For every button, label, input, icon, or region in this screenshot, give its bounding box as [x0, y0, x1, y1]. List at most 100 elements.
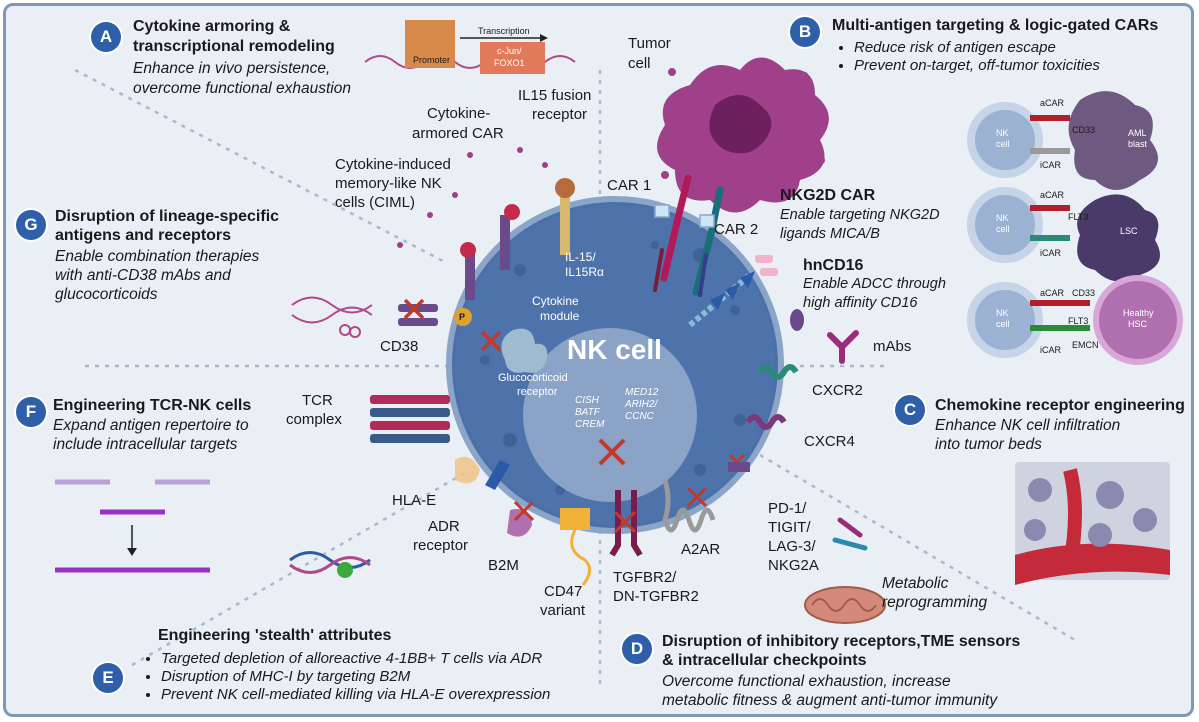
gene-arih2: ARIH2/ [625, 399, 658, 410]
section-g-desc-line2: with anti-CD38 mAbs and [55, 267, 231, 284]
section-b-bullet: Reduce risk of antigen escape [854, 39, 1100, 57]
gene-batf: BATF [575, 407, 600, 418]
gate3-nk: NK [996, 308, 1009, 318]
gate1-target-l2: blast [1128, 139, 1148, 149]
hncd16-title: hnCD16 [803, 257, 864, 274]
divider-d-c [759, 453, 1076, 642]
section-a-title-line1: Cytokine armoring & [133, 18, 291, 35]
factor-label-line2: FOXO1 [494, 58, 525, 68]
section-a-desc-line1: Enhance in vivo persistence, [133, 60, 331, 77]
gate1-target-l1: AML [1128, 128, 1147, 138]
section-d-title-line1: Disruption of inhibitory receptors,TME s… [662, 633, 1021, 650]
b2m-label: B2M [488, 557, 519, 574]
section-g-desc-line3: glucocorticoids [55, 286, 158, 303]
cytokine-dots [397, 147, 548, 248]
gc-receptor-line1: Glucocorticoid [498, 372, 568, 384]
gate1-antigen: CD33 [1072, 125, 1096, 135]
il15-line2: IL15Rα [565, 265, 604, 279]
tumor-cell-shape [657, 57, 829, 213]
gene-cish: CISH [575, 395, 599, 406]
badge-g: G [16, 210, 46, 240]
gate2-antigen: FLT3 [1068, 212, 1089, 222]
badge-a: A [91, 22, 121, 52]
gate2-nk: NK [996, 213, 1009, 223]
il15-line1: IL-15/ [565, 250, 596, 264]
section-b-bullet: Prevent on-target, off-tumor toxicities [854, 57, 1100, 75]
section-b-bullets: Reduce risk of antigen escape Prevent on… [836, 39, 1100, 75]
gc-knockout-x-icon [480, 330, 502, 352]
section-d-desc-line1: Overcome functional exhaustion, increase [662, 673, 951, 690]
section-a-title-line2: transcriptional remodeling [133, 38, 335, 55]
cd47-label-line2: variant [540, 602, 586, 619]
gate2-acar: aCAR [1040, 190, 1065, 200]
section-d-title-line2: & intracellular checkpoints [662, 652, 867, 669]
cxcr2-label: CXCR2 [812, 382, 863, 399]
pd1-label-line4: NKG2A [768, 557, 819, 574]
hncd16-receptor [688, 271, 755, 328]
nkg2d-line2: ligands MICA/B [780, 226, 880, 242]
section-f-desc-line1: Expand antigen repertoire to [53, 417, 249, 434]
gate3-icar: iCAR [1040, 345, 1062, 355]
chemokine-receptors [745, 364, 799, 430]
mabs-label: mAbs [873, 338, 912, 355]
nkg2d-line1: Enable targeting NKG2D [780, 207, 940, 223]
cd16-ligand-icon [790, 309, 804, 331]
gate3-antigen2: FLT3 [1068, 316, 1089, 326]
section-c-desc-line2: into tumor beds [935, 436, 1042, 453]
badge-b: B [790, 17, 820, 47]
mab-antibody-icon [827, 330, 859, 364]
section-e-bullets: Targeted depletion of alloreactive 4-1BB… [143, 650, 550, 704]
nkg2d-title: NKG2D CAR [780, 187, 876, 204]
hncd16-line2: high affinity CD16 [803, 295, 918, 311]
section-e-bullet: Prevent NK cell-mediated killing via HLA… [161, 686, 550, 704]
ciml-line2: memory-like NK [335, 175, 442, 192]
tcr-label-line2: complex [286, 411, 342, 428]
il15-fusion-line2: receptor [532, 106, 588, 123]
section-f-desc-line2: include intracellular targets [53, 436, 238, 453]
tgfbr2-label-line1: TGFBR2/ [613, 569, 677, 586]
pd1-label-line2: TIGIT/ [768, 519, 811, 536]
hlae-label: HLA-E [392, 492, 437, 509]
cd38-receptor [398, 298, 472, 326]
gate1-cell: cell [996, 139, 1010, 149]
hncd16-line1: Enable ADCC through [803, 276, 946, 292]
cytokine-module-line1: Cytokine [532, 294, 579, 308]
gate1-acar: aCAR [1040, 98, 1065, 108]
section-f-title: Engineering TCR-NK cells [53, 397, 252, 414]
transcription-diagram [364, 20, 576, 74]
tumor-bed-vessel-icon [1015, 462, 1170, 585]
section-g-title-line1: Disruption of lineage-specific [55, 208, 280, 225]
section-e-bullet: Targeted depletion of alloreactive 4-1BB… [161, 650, 550, 668]
tcr-gene-editing-icon [55, 479, 210, 573]
gate3-target-l1: Healthy [1123, 308, 1154, 318]
logic-gate-panel-1 [967, 91, 1158, 190]
section-a-desc-line2: overcome functional exhaustion [133, 80, 351, 97]
cytokine-receptors [460, 178, 575, 300]
tcr-label-line1: TCR [302, 392, 333, 409]
car-armored-line1: Cytokine- [427, 105, 491, 122]
pd1-label-line3: LAG-3/ [768, 538, 816, 555]
nucleus-genes-right: MED12 ARIH2/ CCNC [625, 387, 658, 423]
car-armored-line2: armored CAR [412, 125, 504, 142]
sector-dividers [74, 68, 1076, 690]
tgfbr2-label-line2: DN-TGFBR2 [613, 588, 699, 605]
gate2-icar: iCAR [1040, 248, 1062, 258]
gate3-acar: aCAR [1040, 288, 1065, 298]
badge-c: C [895, 395, 925, 425]
phospho-label: P [459, 312, 466, 322]
adr-label-line2: receptor [413, 537, 469, 554]
tcr-complex [370, 395, 450, 443]
car-receptors [653, 174, 724, 297]
gene-med12: MED12 [625, 387, 659, 398]
section-g-title-line2: antigens and receptors [55, 227, 232, 244]
section-c-title: Chemokine receptor engineering [935, 397, 1185, 414]
gate2-target: LSC [1120, 226, 1138, 236]
checkpoint-antibody-icon [832, 517, 868, 551]
ciml-line3: cells (CIML) [335, 194, 416, 211]
mitochondrion-cristae [811, 598, 877, 612]
gate3-cell: cell [996, 319, 1010, 329]
tumor-label-line2: cell [628, 55, 651, 72]
bottom-left-receptors [455, 456, 591, 586]
gate3-antigen1: CD33 [1072, 288, 1096, 298]
factor-label-line1: c-Jun/ [497, 46, 522, 56]
